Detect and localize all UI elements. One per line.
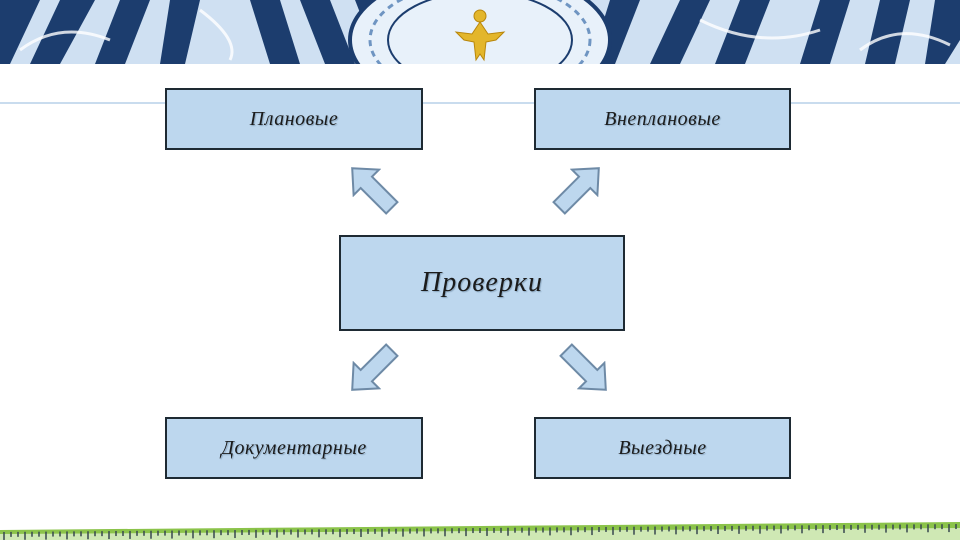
- header-divider: [0, 102, 960, 104]
- documentary-box: Документарные: [165, 417, 423, 479]
- bird-emblem-icon: [454, 9, 506, 62]
- documentary-label: Документарные: [221, 436, 367, 459]
- field-box: Выездные: [534, 417, 791, 479]
- planned-label: Плановые: [249, 107, 339, 130]
- inspections-label: Проверки: [421, 267, 543, 298]
- unplanned-box: Внеплановые: [534, 88, 791, 150]
- ornamental-banner: [0, 0, 960, 64]
- field-label: Выездные: [618, 436, 707, 459]
- unplanned-label: Внеплановые: [604, 107, 721, 130]
- ornamental-footer: [0, 508, 960, 540]
- planned-box: Плановые: [165, 88, 423, 150]
- arrow-to-unplanned-icon: [544, 153, 615, 224]
- inspections-box: Проверки: [339, 235, 625, 331]
- arrow-to-documentary-icon: [337, 335, 408, 406]
- arrow-to-field-icon: [551, 335, 622, 406]
- arrow-to-planned-icon: [337, 153, 408, 224]
